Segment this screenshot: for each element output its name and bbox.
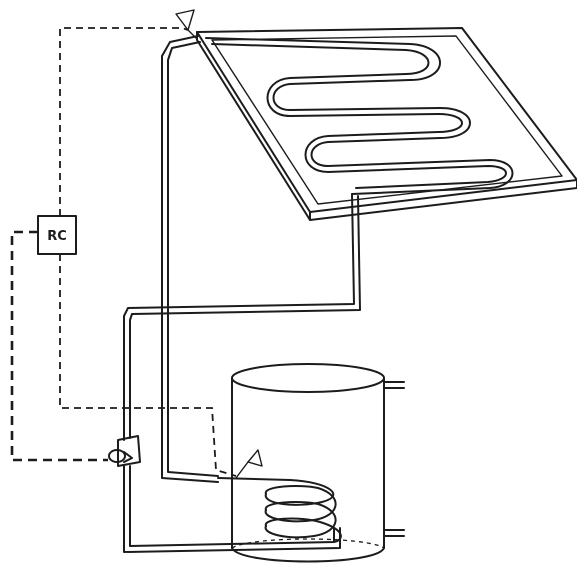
- heat-exchanger-coil: [217, 477, 342, 543]
- collector-return-pipe: [123, 193, 361, 429]
- collector-sensor-icon: [175, 9, 197, 39]
- cold-water-inlet: [383, 529, 405, 537]
- collector-serpentine-tube: [205, 37, 514, 195]
- rc-label: RC: [47, 229, 67, 244]
- circulation-pump: [108, 427, 141, 467]
- hot-feed-pipe: [161, 35, 219, 483]
- hot-water-outlet: [383, 381, 405, 389]
- solar-collector: [196, 27, 577, 221]
- storage-tank: [231, 363, 405, 563]
- tank-sensor-icon: [235, 449, 263, 479]
- rc-controller: RC: [37, 215, 77, 255]
- control-wiring: [10, 27, 237, 477]
